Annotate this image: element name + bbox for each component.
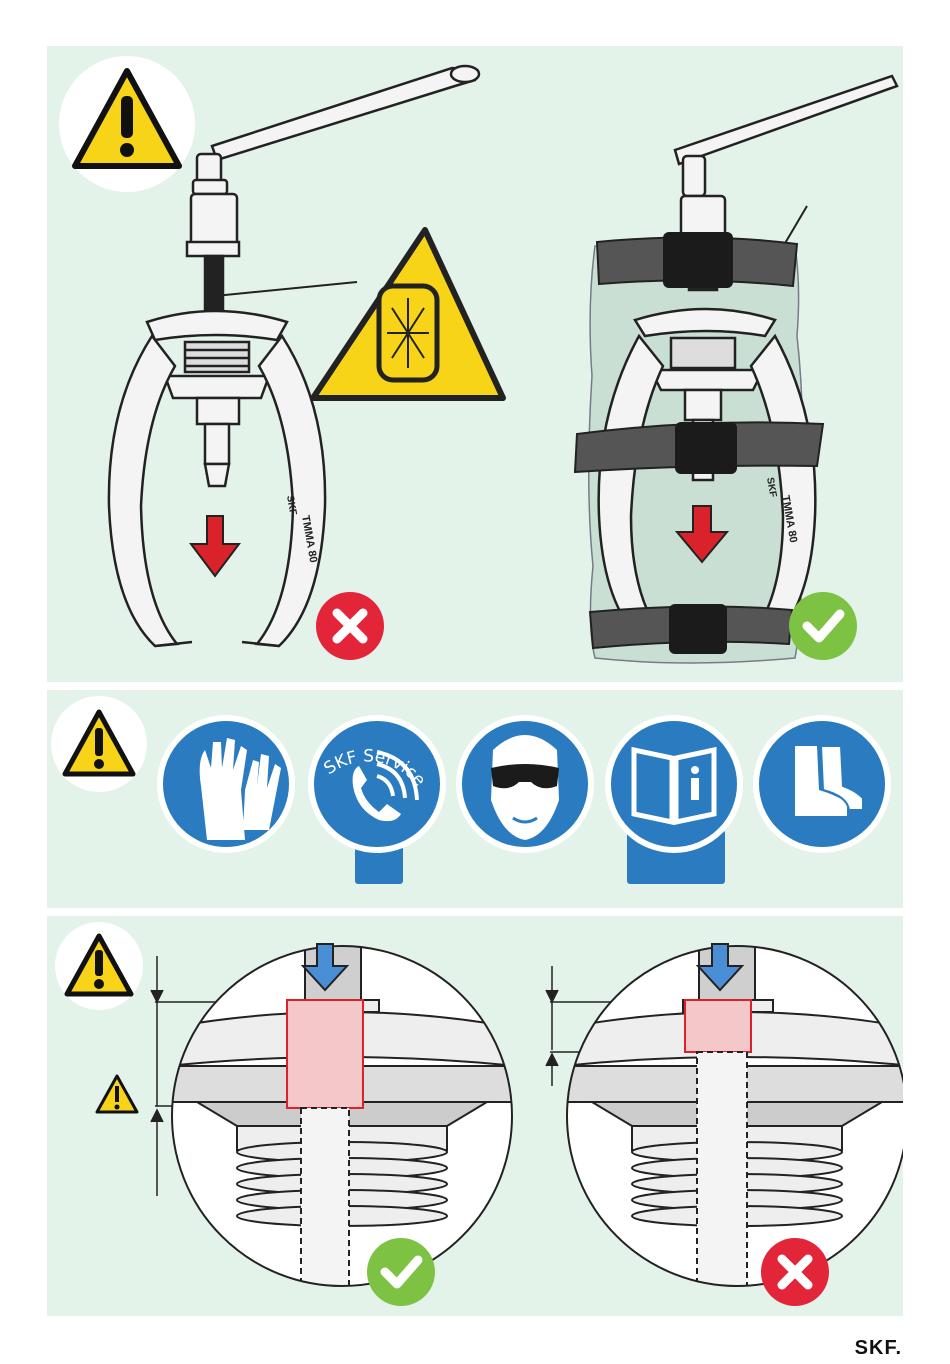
left-tool-brand: SKF xyxy=(284,495,298,517)
skf-service-phone-icon: SKF Service xyxy=(311,718,443,884)
warning-icon xyxy=(59,56,195,192)
gloves-icon xyxy=(160,718,292,850)
right-puller-drawing xyxy=(575,76,897,663)
safety-boots-icon xyxy=(756,718,888,850)
panel-3-illustration xyxy=(47,916,903,1316)
panel-1-illustration: TMMA 80 SKF xyxy=(47,46,903,682)
right-spindle-detail xyxy=(562,944,903,1288)
check-icon xyxy=(789,592,857,660)
panel-safety-equipment: SKF Service xyxy=(47,690,903,908)
read-manual-icon xyxy=(608,718,740,884)
cross-icon-detail xyxy=(761,1238,829,1306)
safety-glasses-icon xyxy=(459,718,591,850)
warning-icon-tiny xyxy=(97,1076,137,1112)
cross-icon xyxy=(316,592,384,660)
red-down-arrow-icon xyxy=(191,516,239,576)
pressure-warning-icon xyxy=(313,230,503,398)
check-icon-detail xyxy=(367,1238,435,1306)
warning-icon-detail xyxy=(55,922,143,1010)
left-spindle-detail xyxy=(167,944,517,1288)
panel-2-illustration: SKF Service xyxy=(47,690,903,908)
panel-spindle-engagement xyxy=(47,916,903,1316)
panel-puller-wrapping: TMMA 80 SKF xyxy=(47,46,903,682)
warning-icon-small xyxy=(51,696,147,792)
skf-logo: SKF. xyxy=(855,1337,902,1360)
